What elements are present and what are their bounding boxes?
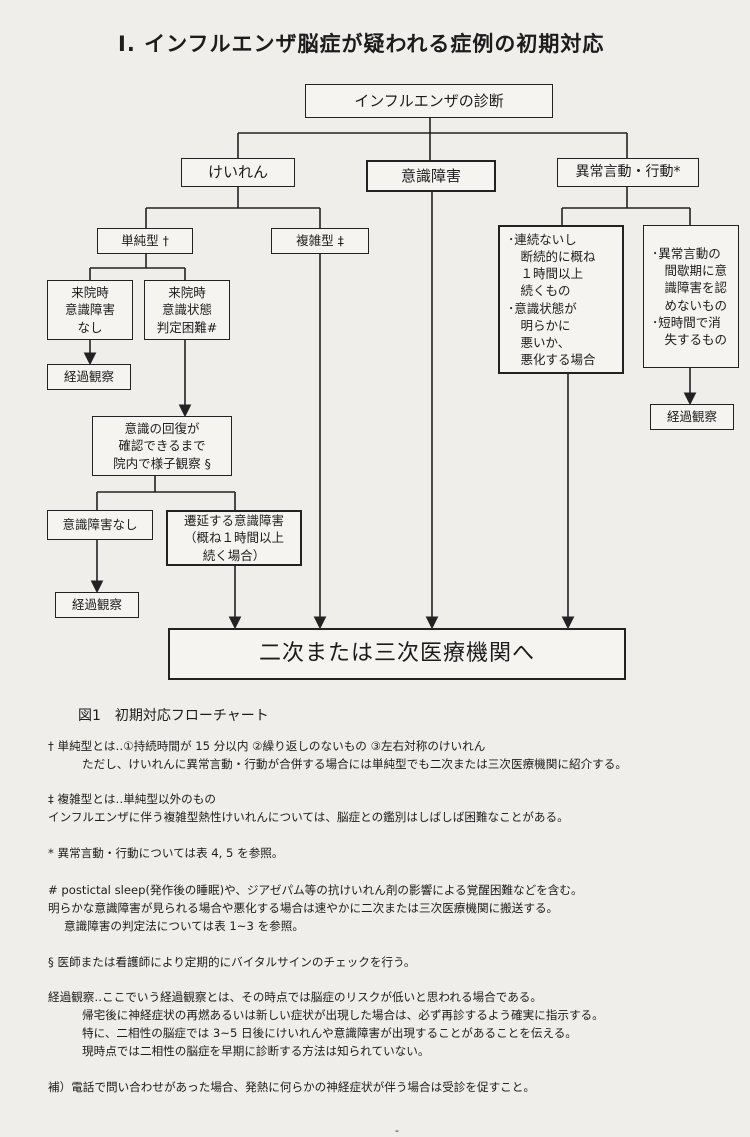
note-phone-inquiry: 補）電話で問い合わせがあった場合、発熱に何らかの神経症状が伴う場合は受診を促すこ… [48,1080,535,1094]
note-judgement-method: 意識障害の判定法については表 1~3 を参照。 [64,919,304,933]
note-complex-type: ‡ 複雑型とは‥単純型以外のもの [48,792,216,806]
note-observation: 経過観察‥ここでいう経過観察とは、その時点では脳症のリスクが低いと思われる場合で… [48,990,542,1004]
note-postictal: # postictal sleep(発作後の睡眠)や、ジアゼパム等の抗けいれん剤… [48,883,583,897]
note-abnormal-behavior: * 異常言動・行動については表 4, 5 を参照。 [48,846,284,860]
note-complex-type-detail: インフルエンザに伴う複雑型熱性けいれんについては、脳症との鑑別はしばしば困難なこ… [48,810,569,824]
watch-in-hospital-box: 意識の回復が 確認できるまで 院内で様子観察 § [92,416,232,476]
consciousness-box: 意識障害 [366,160,496,192]
flow-connectors [83,118,697,630]
simple-type-box: 単純型 † [97,228,193,254]
figure-caption: 図1 初期対応フローチャート [78,708,269,724]
page-title: I. インフルエンザ脳症が疑われる症例の初期対応 [118,32,605,56]
note-simple-type: † 単純型とは‥①持続時間が 15 分以内 ②繰り返しのないもの ③左右対称のけ… [48,739,486,753]
abnormal-behavior-box: 異常言動・行動* [557,158,699,187]
referral-box: 二次または三次医療機関へ [168,628,626,680]
prolonged-disturbance-box: 遷延する意識障害 （概ね１時間以上 続く場合） [166,510,302,566]
no-disturbance-box: 来院時 意識障害 なし [47,280,133,340]
note-vital-signs: § 医師または看護師により定期的にバイタルサインのチェックを行う。 [48,955,416,969]
transient-behavior-box: ･異常言動の 間歇期に意 識障害を認 めないもの ･短時間で消 失するもの [643,225,739,368]
note-observation-biphasic: 特に、二相性の脳症では 3~5 日後にけいれんや意識障害が出現することがあること… [82,1026,577,1040]
continuous-disturbance-box: ･連続ないし 断続的に概ね １時間以上 続くもの ･意識状態が 明らかに 悪いか… [498,225,624,374]
note-simple-type-detail: ただし、けいれんに異常言動・行動が合併する場合には単純型でも二次または三次医療機… [82,757,627,771]
observation-box-2: 経過観察 [55,592,139,618]
hard-to-judge-box: 来院時 意識状態 判定困難# [144,280,230,340]
note-observation-diagnosis: 現時点では二相性の脳症を早期に診断する方法は知られていない。 [82,1044,430,1058]
diagnosis-box: インフルエンザの診断 [305,84,553,118]
complex-type-box: 複雑型 ‡ [271,228,369,254]
no-disturbance-box-2: 意識障害なし [47,510,153,540]
seizure-box: けいれん [181,158,295,187]
observation-box-1: 経過観察 [47,364,131,390]
note-transport: 明らかな意識障害が見られる場合や悪化する場合は速やかに二次または三次医療機関に搬… [48,901,559,915]
note-observation-revisit: 帰宅後に神経症状の再燃あるいは新しい症状が出現した場合は、必ず再診するよう確実に… [82,1008,604,1022]
page-number: - [395,1124,399,1137]
observation-box-3: 経過観察 [650,404,734,430]
